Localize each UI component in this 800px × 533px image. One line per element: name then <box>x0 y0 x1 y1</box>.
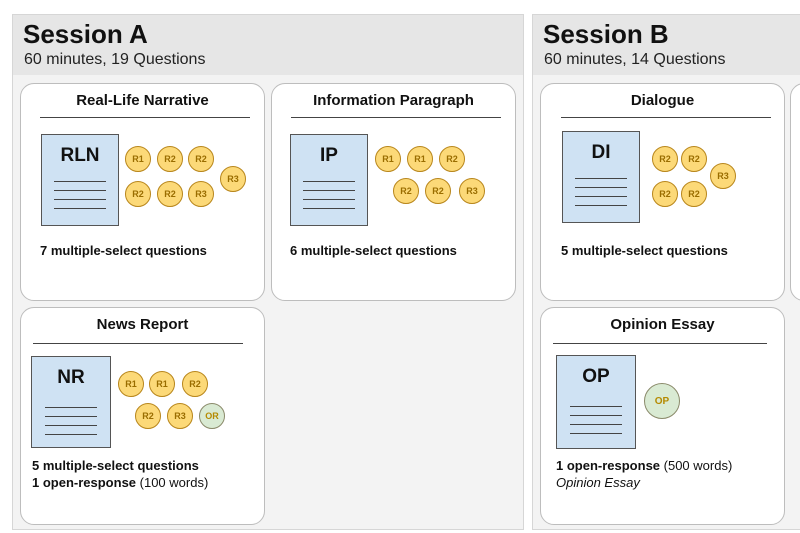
title-divider <box>291 117 501 118</box>
question-count: 6 multiple-select questions <box>290 243 457 258</box>
card-opinion-essay: Opinion Essay OP OP 1 open-response (500… <box>540 307 785 525</box>
note-detail: (500 words) <box>660 458 733 473</box>
text-line <box>45 416 97 417</box>
text-line <box>303 199 355 200</box>
question-badge: R2 <box>157 181 183 207</box>
question-badge: R2 <box>125 181 151 207</box>
question-badge: R2 <box>652 146 678 172</box>
card-title: Dialogue <box>630 92 695 109</box>
document-label: DI <box>591 142 611 163</box>
question-badge: R2 <box>182 371 208 397</box>
open-response-badge: OP <box>644 383 680 419</box>
question-badge: R2 <box>188 146 214 172</box>
title-divider <box>40 117 250 118</box>
text-line <box>303 208 355 209</box>
question-badge: R2 <box>135 403 161 429</box>
question-badge: R2 <box>439 146 465 172</box>
question-count: 5 multiple-select questions <box>32 458 199 473</box>
document-label: IP <box>320 145 338 166</box>
document-icon: NR <box>31 356 111 448</box>
open-response-count: 1 open-response (100 words) <box>32 475 208 490</box>
question-badge: R2 <box>681 181 707 207</box>
text-line <box>570 433 622 434</box>
document-label: NR <box>57 367 85 388</box>
text-line <box>54 181 106 182</box>
note-bold: 1 open-response <box>32 475 137 490</box>
card-real-life-narrative: Real-Life Narrative RLN R1 R2 R2 R3 R2 R… <box>20 83 265 301</box>
note-bold: 6 multiple-select questions <box>290 243 457 258</box>
card-title: Information Paragraph <box>313 92 474 109</box>
text-line <box>575 178 627 179</box>
document-label: OP <box>582 366 610 387</box>
title-divider <box>561 117 771 118</box>
session-title: Session B <box>543 19 669 49</box>
card-title: Real-Life Narrative <box>76 92 209 109</box>
note-bold: 5 multiple-select questions <box>561 243 728 258</box>
session-subtitle: 60 minutes, 14 Questions <box>544 51 726 68</box>
note-bold: 7 multiple-select questions <box>40 243 207 258</box>
card-news-report: News Report NR R1 R1 R2 R2 R3 OR 5 multi… <box>20 307 265 525</box>
question-badge: R2 <box>393 178 419 204</box>
note-italic: Opinion Essay <box>556 475 640 490</box>
essay-type: Opinion Essay <box>556 475 640 490</box>
text-line <box>570 406 622 407</box>
question-badge: R1 <box>149 371 175 397</box>
text-line <box>575 205 627 206</box>
text-line <box>575 187 627 188</box>
text-line <box>570 424 622 425</box>
question-badge: R2 <box>652 181 678 207</box>
question-badge: R3 <box>188 181 214 207</box>
question-badge: R3 <box>459 178 485 204</box>
session-a-header: Session A 60 minutes, 19 Questions <box>13 15 523 75</box>
text-line <box>570 415 622 416</box>
text-line <box>54 199 106 200</box>
open-response-count: 1 open-response (500 words) <box>556 458 732 473</box>
question-badge: R1 <box>375 146 401 172</box>
text-line <box>54 208 106 209</box>
card-title: News Report <box>96 316 189 333</box>
question-badge: R1 <box>118 371 144 397</box>
question-count: 7 multiple-select questions <box>40 243 207 258</box>
session-b-header: Session B 60 minutes, 14 Questions <box>533 15 800 75</box>
document-icon: DI <box>562 131 640 223</box>
question-badge: R2 <box>157 146 183 172</box>
text-line <box>45 425 97 426</box>
session-subtitle: 60 minutes, 19 Questions <box>24 51 206 68</box>
open-response-badge: OR <box>199 403 225 429</box>
card-partial <box>790 83 800 301</box>
question-count: 5 multiple-select questions <box>561 243 728 258</box>
title-divider <box>33 343 243 344</box>
note-bold: 1 open-response <box>556 458 661 473</box>
question-badge: R3 <box>710 163 736 189</box>
text-line <box>303 181 355 182</box>
question-badge: R2 <box>681 146 707 172</box>
document-icon: RLN <box>41 134 119 226</box>
title-divider <box>553 343 767 344</box>
text-line <box>54 190 106 191</box>
text-line <box>45 434 97 435</box>
note-detail: (100 words) <box>136 475 209 490</box>
question-badge: R3 <box>167 403 193 429</box>
question-badge: R2 <box>425 178 451 204</box>
document-icon: IP <box>290 134 368 226</box>
card-dialogue: Dialogue DI R2 R2 R3 R2 R2 5 multiple-se… <box>540 83 785 301</box>
card-information-paragraph: Information Paragraph IP R1 R1 R2 R2 R2 … <box>271 83 516 301</box>
text-line <box>303 190 355 191</box>
question-badge: R3 <box>220 166 246 192</box>
text-line <box>45 407 97 408</box>
document-label: RLN <box>60 145 100 166</box>
card-title: Opinion Essay <box>610 316 715 333</box>
text-line <box>575 196 627 197</box>
session-title: Session A <box>23 19 148 49</box>
note-bold: 5 multiple-select questions <box>32 458 199 473</box>
document-icon: OP <box>556 355 636 449</box>
question-badge: R1 <box>407 146 433 172</box>
question-badge: R1 <box>125 146 151 172</box>
